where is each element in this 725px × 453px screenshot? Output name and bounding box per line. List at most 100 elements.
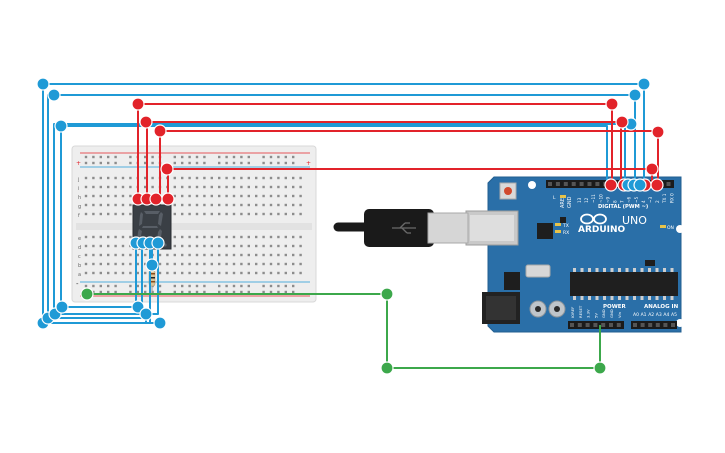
breadboard-hole	[121, 194, 125, 198]
breadboard-hole	[225, 244, 228, 248]
digital-pin-label: ~9	[605, 196, 610, 203]
breadboard-hole	[107, 244, 110, 248]
chip-pin	[633, 268, 636, 272]
rail-hole	[247, 290, 250, 294]
breadboard-hole	[181, 203, 184, 207]
breadboard-hole	[151, 185, 154, 189]
breadboard-hole	[107, 271, 110, 275]
chip-pin	[663, 296, 666, 300]
rail-hole	[129, 155, 132, 159]
breadboard-hole	[277, 203, 280, 207]
breadboard-hole	[269, 271, 273, 275]
row-letter: g	[78, 204, 81, 210]
breadboard-hole	[269, 176, 273, 180]
header-hole	[648, 323, 653, 327]
bottom-header-holes	[570, 323, 675, 327]
rail-hole	[232, 290, 236, 294]
usb-cable[interactable]	[333, 209, 469, 247]
breadboard-hole	[240, 262, 243, 266]
breadboard-hole	[188, 203, 191, 207]
breadboard-hole	[188, 194, 191, 198]
breadboard-hole	[232, 194, 236, 198]
analog-pin-label: A1	[641, 312, 647, 318]
chip-pin	[625, 268, 629, 272]
aref-label: AREF	[560, 195, 566, 208]
breadboard-hole	[299, 212, 302, 216]
rail-hole	[277, 284, 280, 288]
breadboard-hole	[210, 194, 213, 198]
wire-endpoint	[54, 119, 68, 133]
breadboard-hole	[121, 203, 125, 207]
chip-pin	[595, 268, 599, 272]
rail-hole	[188, 290, 191, 294]
rail-hole	[99, 290, 102, 294]
rail-hole	[129, 284, 132, 288]
breadboard-hole	[144, 176, 147, 180]
breadboard-hole	[121, 235, 125, 239]
breadboard-hole	[144, 253, 147, 257]
rail-hole	[188, 161, 191, 165]
rail-hole	[218, 284, 221, 288]
rail-hole	[144, 155, 147, 159]
rail-hole	[136, 284, 139, 288]
tx-label: TX	[562, 223, 569, 229]
breadboard-hole	[188, 262, 191, 266]
rail-hole	[129, 290, 132, 294]
breadboard-hole	[240, 212, 243, 216]
header-hole	[548, 182, 552, 186]
rail-hole	[240, 155, 243, 159]
breadboard-hole	[269, 262, 273, 266]
rail-hole	[284, 284, 287, 288]
wire-endpoint	[55, 300, 69, 314]
rail-hole	[107, 290, 110, 294]
breadboard-hole	[299, 176, 302, 180]
breadboard-hole	[218, 194, 221, 198]
header-hole	[655, 323, 660, 327]
header-hole	[577, 323, 582, 327]
header-hole	[595, 182, 600, 186]
breadboard[interactable]: + + - j i h g f e d c b a	[71, 145, 317, 303]
breadboard-hole	[247, 244, 250, 248]
breadboard-hole	[195, 185, 199, 189]
breadboard-hole	[247, 176, 250, 180]
rail-hole	[284, 155, 287, 159]
breadboard-hole	[181, 271, 184, 275]
breadboard-hole	[284, 176, 287, 180]
header-hole	[609, 323, 613, 327]
breadboard-hole	[232, 203, 236, 207]
breadboard-hole	[181, 194, 184, 198]
rail-hole	[92, 155, 95, 159]
breadboard-hole	[269, 185, 273, 189]
breadboard-hole	[203, 194, 206, 198]
rail-hole	[269, 290, 273, 294]
mounting-hole	[676, 319, 684, 327]
chip-pin	[670, 268, 674, 272]
breadboard-hole	[195, 176, 199, 180]
breadboard-hole	[225, 212, 228, 216]
rail-hole	[218, 161, 221, 165]
breadboard-hole	[255, 194, 258, 198]
rail-hole	[218, 155, 221, 159]
wire-endpoint	[380, 361, 394, 375]
row-letter: a	[78, 272, 81, 278]
breadboard-hole	[203, 235, 206, 239]
row-letter: j	[77, 177, 79, 183]
breadboard-hole	[247, 194, 250, 198]
breadboard-hole	[240, 203, 243, 207]
analog-header[interactable]	[631, 321, 677, 329]
wire-endpoints[interactable]	[36, 77, 665, 375]
breadboard-hole	[262, 176, 265, 180]
wire-endpoint	[628, 88, 642, 102]
breadboard-hole	[121, 271, 125, 275]
breadboard-hole	[121, 212, 125, 216]
breadboard-hole	[247, 235, 250, 239]
breadboard-row-letters: j i h g f e d c b a	[77, 177, 81, 278]
rail-hole	[99, 155, 102, 159]
rail-hole	[240, 290, 243, 294]
breadboard-hole	[255, 203, 258, 207]
breadboard-hole	[121, 244, 125, 248]
breadboard-hole	[225, 194, 228, 198]
wire-endpoint	[637, 77, 651, 91]
